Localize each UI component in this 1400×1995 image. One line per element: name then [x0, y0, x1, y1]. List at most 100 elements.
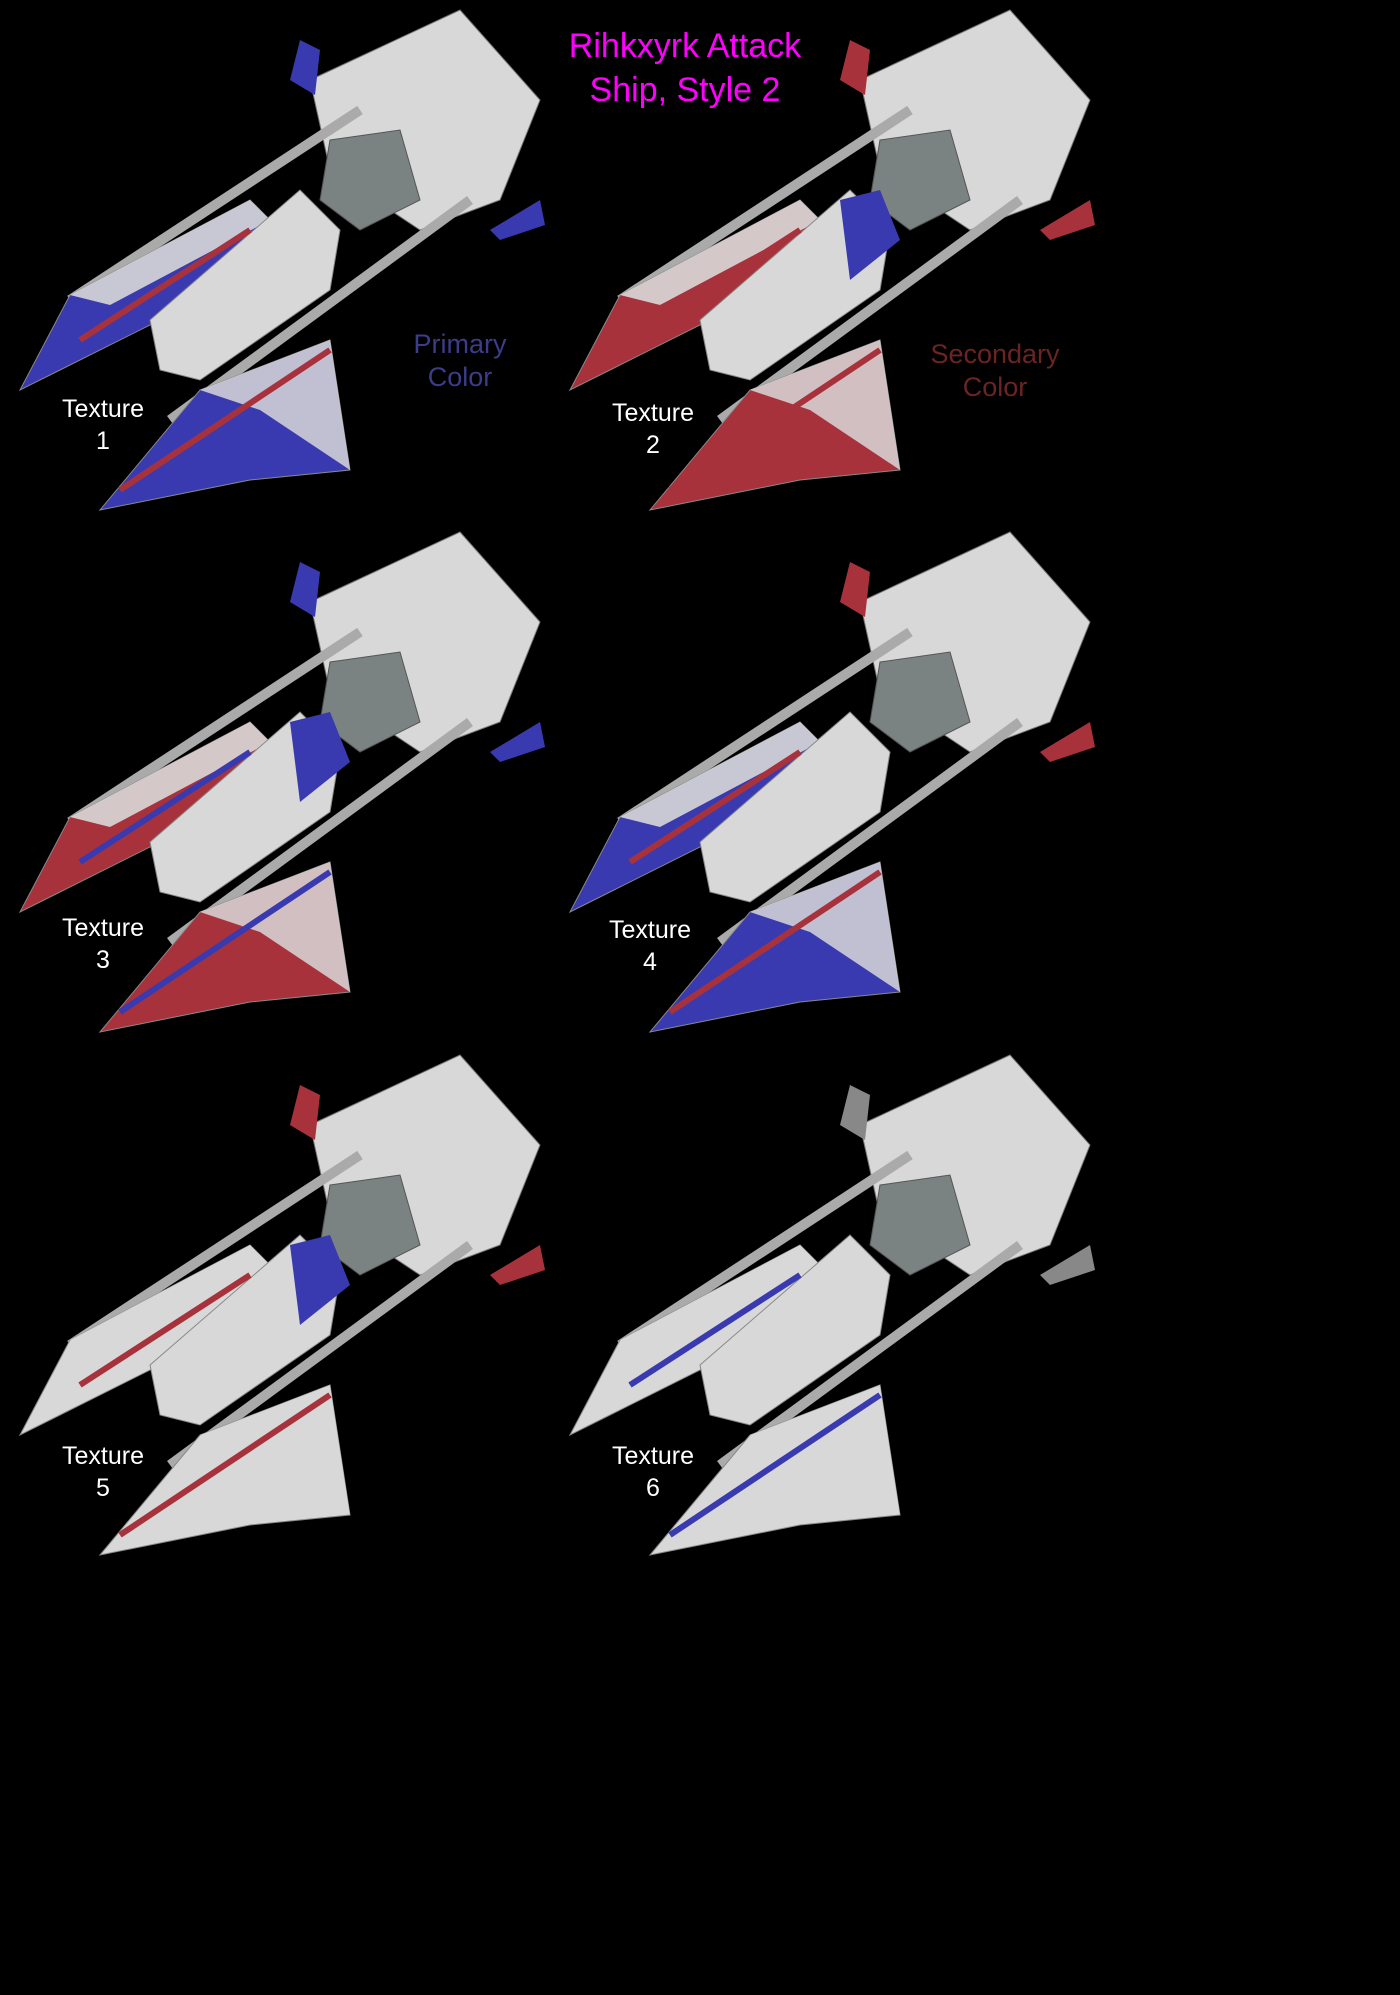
- ship-svg: [568, 531, 1095, 1033]
- texture-label-3: Texture 3: [43, 912, 163, 976]
- attack-ship-image: [550, 0, 1100, 520]
- cockpit-hub: [869, 129, 971, 231]
- texture-label-text: Texture: [62, 1442, 144, 1470]
- paint-stripe: [78, 749, 252, 865]
- secondary-color-legend: Secondary Color: [910, 338, 1080, 404]
- attack-ship-image: [0, 1045, 550, 1565]
- engine-body: [149, 1234, 341, 1426]
- gun-barrel: [67, 627, 363, 827]
- gun-barrel: [617, 105, 913, 305]
- cockpit-hub: [319, 1174, 421, 1276]
- upper-wing-top: [70, 1245, 270, 1350]
- tail-fin: [490, 722, 545, 762]
- paint-stripe: [118, 347, 332, 493]
- tail-fin: [490, 1245, 545, 1285]
- tail-fin: [290, 1085, 320, 1140]
- ship-variant-5: Texture 5: [0, 1045, 550, 1565]
- primary-legend-line-2: Color: [427, 362, 493, 392]
- gun-barrel: [67, 105, 363, 305]
- title-line-2: Ship, Style 2: [589, 71, 781, 109]
- engine-body: [149, 189, 341, 381]
- paint-stripe: [628, 1272, 802, 1388]
- texture-label-text: Texture: [612, 1442, 694, 1470]
- texture-label-6: Texture 6: [593, 1440, 713, 1504]
- texture-number: 3: [96, 946, 110, 974]
- upper-wing-top: [620, 722, 820, 827]
- ship-svg: [568, 1054, 1095, 1556]
- texture-label-text: Texture: [62, 395, 144, 423]
- engine-band: [290, 1235, 350, 1325]
- engine-band: [840, 190, 900, 280]
- paint-stripe: [118, 869, 332, 1015]
- ship-variant-3: Texture 3: [0, 522, 550, 1042]
- tail-fin: [1040, 1245, 1095, 1285]
- tail-fin: [840, 40, 870, 95]
- upper-wing-top: [620, 200, 820, 305]
- paint-stripe: [118, 1392, 332, 1538]
- cockpit-hub: [319, 129, 421, 231]
- paint-stripe: [78, 227, 252, 343]
- texture-label-1: Texture 1: [43, 393, 163, 457]
- lower-wing-panel: [750, 862, 900, 992]
- texture-number: 2: [646, 431, 660, 459]
- paint-stripe: [628, 227, 802, 343]
- tail-fin: [490, 200, 545, 240]
- cockpit-hub: [869, 651, 971, 753]
- tail-fin: [1040, 722, 1095, 762]
- gun-barrel: [617, 627, 913, 827]
- gun-barrel: [617, 1150, 913, 1350]
- tail-fin: [290, 40, 320, 95]
- texture-label-5: Texture 5: [43, 1440, 163, 1504]
- lower-wing-panel: [200, 340, 350, 470]
- secondary-legend-line-2: Color: [962, 372, 1028, 402]
- ship-variant-1: Texture 1: [0, 0, 550, 520]
- primary-color-legend: Primary Color: [395, 328, 525, 394]
- cockpit-hub: [319, 651, 421, 753]
- paint-stripe: [628, 749, 802, 865]
- paint-stripe: [668, 347, 882, 493]
- engine-band: [290, 712, 350, 802]
- engine-body: [699, 711, 891, 903]
- gun-barrel: [67, 1150, 363, 1350]
- attack-ship-image: [0, 0, 550, 520]
- lower-wing-panel: [750, 340, 900, 470]
- texture-label-text: Texture: [62, 914, 144, 942]
- texture-label-4: Texture 4: [590, 914, 710, 978]
- texture-label-2: Texture 2: [593, 397, 713, 461]
- secondary-legend-line-1: Secondary: [930, 339, 1060, 369]
- lower-wing-panel: [750, 1385, 900, 1515]
- ship-variant-4: Texture 4: [550, 522, 1100, 1042]
- upper-wing-top: [70, 200, 270, 305]
- attack-ship-image: [550, 522, 1100, 1042]
- engine-body: [699, 1234, 891, 1426]
- tail-fin: [840, 562, 870, 617]
- texture-number: 1: [96, 427, 110, 455]
- tail-fin: [1040, 200, 1095, 240]
- cockpit-hub: [869, 1174, 971, 1276]
- ship-svg: [18, 531, 545, 1033]
- lower-wing-panel: [200, 862, 350, 992]
- title-line-1: Rihkxyrk Attack: [568, 27, 802, 65]
- attack-ship-image: [550, 1045, 1100, 1565]
- texture-label-text: Texture: [609, 916, 691, 944]
- texture-number: 6: [646, 1474, 660, 1502]
- upper-wing-top: [620, 1245, 820, 1350]
- attack-ship-image: [0, 522, 550, 1042]
- texture-label-text: Texture: [612, 399, 694, 427]
- primary-legend-line-1: Primary: [413, 329, 507, 359]
- lower-wing-panel: [200, 1385, 350, 1515]
- paint-stripe: [668, 1392, 882, 1538]
- tail-fin: [290, 562, 320, 617]
- engine-body: [149, 711, 341, 903]
- texture-number: 5: [96, 1474, 110, 1502]
- ship-svg: [568, 9, 1095, 511]
- paint-stripe: [668, 869, 882, 1015]
- upper-wing-top: [70, 722, 270, 827]
- ship-variant-6: Texture 6: [550, 1045, 1100, 1565]
- paint-stripe: [78, 1272, 252, 1388]
- ship-svg: [18, 1054, 545, 1556]
- texture-number: 4: [643, 948, 657, 976]
- ship-variant-2: Texture 2: [550, 0, 1100, 520]
- engine-body: [699, 189, 891, 381]
- tail-fin: [840, 1085, 870, 1140]
